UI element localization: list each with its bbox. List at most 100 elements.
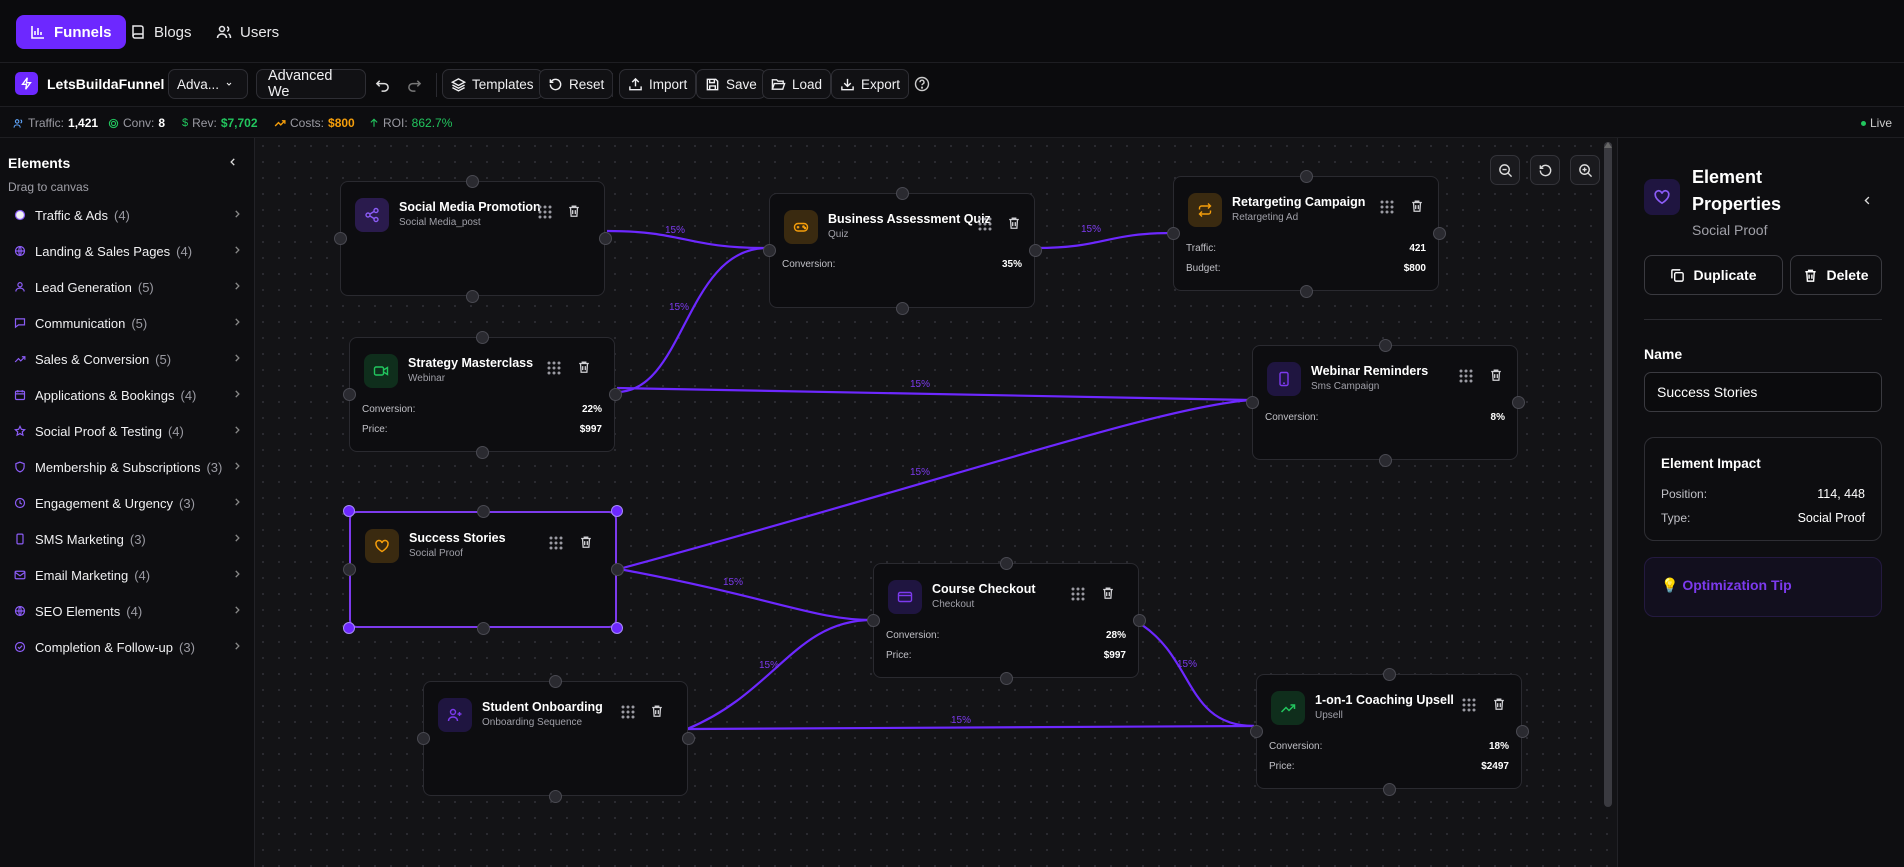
grip-icon[interactable] (1379, 199, 1395, 215)
trash-icon[interactable] (650, 704, 664, 718)
connection-handle[interactable] (1378, 453, 1392, 467)
grip-icon[interactable] (1461, 697, 1477, 713)
resize-handle[interactable] (343, 505, 355, 517)
reset-view-button[interactable] (1530, 155, 1560, 185)
node-business-assessment-quiz[interactable]: Business Assessment Quiz Quiz Conversion… (769, 193, 1035, 308)
node-retargeting-campaign[interactable]: Retargeting Campaign Retargeting Ad Traf… (1173, 176, 1439, 291)
grip-icon[interactable] (1070, 586, 1086, 602)
trash-icon[interactable] (1410, 199, 1424, 213)
node-success-stories[interactable]: Success Stories Social Proof (349, 511, 617, 628)
connection-handle[interactable] (895, 186, 909, 200)
grip-icon[interactable] (1458, 368, 1474, 384)
connection-handle[interactable] (342, 388, 356, 401)
connection-handle[interactable] (1511, 396, 1525, 409)
nav-blogs[interactable]: Blogs (116, 15, 206, 49)
connection-handle[interactable] (466, 289, 479, 303)
zoom-in-button[interactable] (1570, 155, 1600, 185)
name-input[interactable]: Success Stories (1644, 372, 1882, 412)
connection-handle[interactable] (476, 621, 490, 635)
templates-button[interactable]: Templates (442, 69, 543, 99)
connection-handle[interactable] (610, 563, 624, 576)
resize-handle[interactable] (611, 505, 623, 517)
grip-icon[interactable] (620, 704, 636, 720)
chevron-left-icon[interactable] (228, 157, 238, 167)
connection-handle[interactable] (762, 244, 776, 257)
template-select[interactable]: Adva... (168, 69, 248, 99)
sidebar-category[interactable]: Applications & Bookings(4) (8, 381, 248, 409)
connection-handle[interactable] (1299, 169, 1313, 183)
reset-button[interactable]: Reset (539, 69, 614, 99)
connection-handle[interactable] (476, 504, 490, 518)
sidebar-category[interactable]: Membership & Subscriptions(3) (8, 453, 248, 481)
node-course-checkout[interactable]: Course Checkout Checkout Conversion:28% … (873, 563, 1139, 678)
scroll-up-icon[interactable] (1604, 142, 1612, 148)
trash-icon[interactable] (1492, 697, 1506, 711)
connection-handle[interactable] (1378, 338, 1392, 352)
trash-icon[interactable] (579, 535, 593, 549)
sidebar-category[interactable]: Email Marketing(4) (8, 561, 248, 589)
connection-handle[interactable] (549, 789, 562, 803)
sidebar-category[interactable]: Communication(5) (8, 309, 248, 337)
sidebar-category[interactable]: Engagement & Urgency(3) (8, 489, 248, 517)
connection-handle[interactable] (1249, 725, 1263, 738)
trash-icon[interactable] (567, 204, 581, 218)
connection-handle[interactable] (895, 301, 909, 315)
connection-handle[interactable] (1299, 284, 1313, 298)
grip-icon[interactable] (977, 216, 993, 232)
zoom-out-button[interactable] (1490, 155, 1520, 185)
resize-handle[interactable] (611, 622, 623, 634)
delete-button[interactable]: Delete (1790, 255, 1882, 295)
sidebar-category[interactable]: Landing & Sales Pages(4) (8, 237, 248, 265)
sidebar-category[interactable]: Lead Generation(5) (8, 273, 248, 301)
trash-icon[interactable] (1101, 586, 1115, 600)
node-student-onboarding[interactable]: Student Onboarding Onboarding Sequence (423, 681, 688, 796)
redo-button[interactable] (400, 69, 428, 99)
trash-icon[interactable] (1489, 368, 1503, 382)
funnel-name-input[interactable]: Advanced We (256, 68, 366, 100)
connection-handle[interactable] (475, 330, 489, 344)
node-strategy-masterclass[interactable]: Strategy Masterclass Webinar Conversion:… (349, 337, 615, 452)
resize-handle[interactable] (343, 622, 355, 634)
sidebar-category[interactable]: Social Proof & Testing(4) (8, 417, 248, 445)
chevron-left-icon[interactable] (1862, 195, 1873, 206)
node-coaching-upsell[interactable]: 1-on-1 Coaching Upsell Upsell Conversion… (1256, 674, 1522, 789)
sidebar-category[interactable]: SEO Elements(4) (8, 597, 248, 625)
funnel-canvas[interactable]: 15% 15% 15% 15% 15% 15% 15% 15% 15% Soci… (255, 138, 1617, 867)
nav-funnels[interactable]: Funnels (16, 15, 126, 49)
connection-handle[interactable] (1132, 614, 1146, 627)
connection-handle[interactable] (416, 732, 430, 745)
sidebar-category[interactable]: Traffic & Ads(4) (8, 201, 248, 229)
connection-handle[interactable] (342, 563, 356, 576)
node-webinar-reminders[interactable]: Webinar Reminders Sms Campaign Conversio… (1252, 345, 1518, 460)
connection-handle[interactable] (1245, 396, 1259, 409)
grip-icon[interactable] (546, 360, 562, 376)
connection-handle[interactable] (1028, 244, 1042, 257)
grip-icon[interactable] (548, 535, 564, 551)
connection-handle[interactable] (1515, 725, 1529, 738)
connection-handle[interactable] (598, 232, 612, 245)
import-button[interactable]: Import (619, 69, 697, 99)
connection-handle[interactable] (1382, 782, 1396, 796)
sidebar-category[interactable]: Sales & Conversion(5) (8, 345, 248, 373)
connection-handle[interactable] (681, 732, 695, 745)
help-button[interactable] (908, 69, 936, 99)
connection-handle[interactable] (608, 388, 622, 401)
canvas-scrollbar[interactable] (1604, 142, 1612, 807)
connection-handle[interactable] (1166, 227, 1180, 240)
connection-handle[interactable] (333, 232, 347, 245)
trash-icon[interactable] (577, 360, 591, 374)
connection-handle[interactable] (549, 674, 562, 688)
connection-handle[interactable] (999, 556, 1013, 570)
node-social-media-promotion[interactable]: Social Media Promotion Social Media_post (340, 181, 605, 296)
save-button[interactable]: Save (696, 69, 766, 99)
connection-handle[interactable] (1432, 227, 1446, 240)
connection-handle[interactable] (475, 445, 489, 459)
connection-handle[interactable] (466, 174, 479, 188)
load-button[interactable]: Load (762, 69, 832, 99)
export-button[interactable]: Export (831, 69, 910, 99)
sidebar-category[interactable]: SMS Marketing(3) (8, 525, 248, 553)
sidebar-category[interactable]: Completion & Follow-up(3) (8, 633, 248, 661)
optimization-tip-card[interactable]: 💡 Optimization Tip (1644, 557, 1882, 617)
duplicate-button[interactable]: Duplicate (1644, 255, 1783, 295)
connection-handle[interactable] (999, 671, 1013, 685)
